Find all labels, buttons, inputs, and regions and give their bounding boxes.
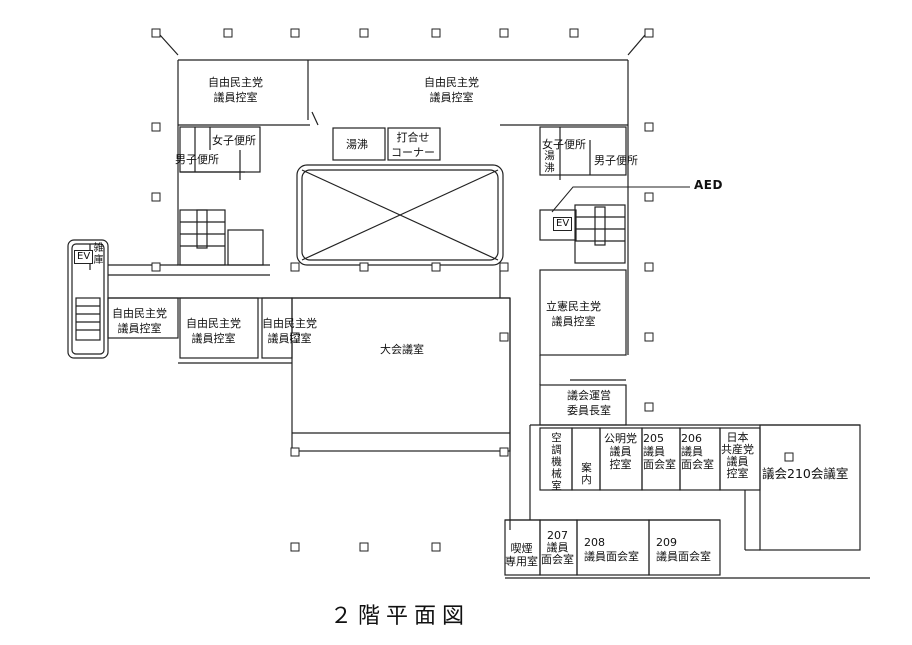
- room-information: 案内: [581, 462, 592, 486]
- room-hvac: 空調機械室: [551, 432, 562, 492]
- room-smoking: 喫煙 専用室: [505, 542, 538, 568]
- room-205: 205 議員 面会室: [643, 432, 676, 471]
- floor-title: ２階平面図: [330, 604, 471, 629]
- room-mens-restroom-right: 男子便所: [594, 154, 638, 167]
- room-jcp-office: 日本 共産党 議員 控室: [721, 431, 754, 480]
- room-meeting-corner: 打合せ コーナー: [391, 131, 435, 159]
- room-yuwakashi-right: 湯沸: [544, 150, 555, 174]
- room-cdp-office: 立憲民主党 議員控室: [546, 300, 601, 328]
- aed-label: AED: [694, 178, 723, 192]
- room-ldp-office-top-left: 自由民主党 議員控室: [208, 76, 263, 104]
- room-209: 209 議員面会室: [656, 536, 711, 563]
- elevator-right: EV: [553, 217, 573, 231]
- room-storage: 雑庫: [93, 243, 104, 266]
- room-mens-restroom-left: 男子便所: [175, 153, 219, 166]
- room-yuwakashi-center: 湯沸: [346, 138, 368, 151]
- room-komeito-office: 公明党 議員 控室: [604, 432, 637, 471]
- room-207: 207 議員 面会室: [541, 529, 574, 566]
- aed-pointer-line: [551, 186, 690, 213]
- room-208: 208 議員面会室: [584, 536, 639, 563]
- room-main-assembly-hall: 大会議室: [380, 343, 424, 356]
- room-womens-restroom-right: 女子便所: [542, 138, 586, 151]
- room-210: 議会210会議室: [762, 466, 849, 481]
- room-ldp-office-mid-a: 自由民主党 議員控室: [112, 307, 167, 335]
- room-ldp-office-mid-c: 自由民主党 議員控室: [262, 317, 317, 345]
- elevator-left: EV: [74, 250, 94, 264]
- column-posts: [151, 28, 794, 552]
- room-womens-restroom-left: 女子便所: [212, 134, 256, 147]
- room-206: 206 議員 面会室: [681, 432, 714, 471]
- room-ldp-office-mid-b: 自由民主党 議員控室: [186, 317, 241, 345]
- room-steering-committee: 議会運営 委員長室: [567, 389, 611, 417]
- room-ldp-office-top-right: 自由民主党 議員控室: [424, 76, 479, 104]
